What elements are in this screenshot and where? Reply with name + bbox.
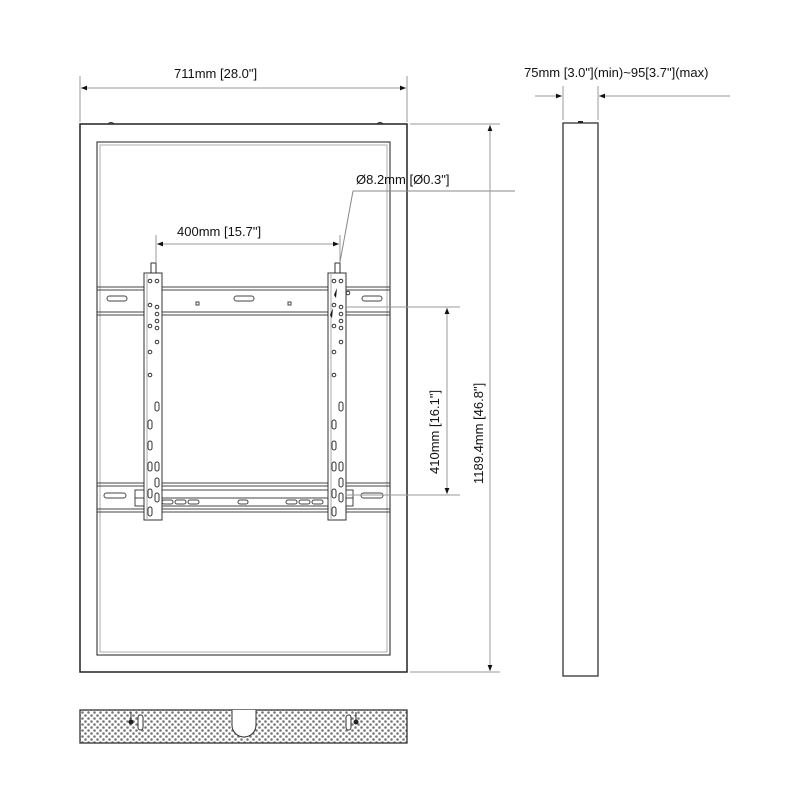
bottom-view: [79, 709, 408, 744]
width-label: 711mm [28.0"]: [174, 66, 258, 81]
vesa-horizontal-dimension: [155, 235, 341, 262]
vesa-vertical-label: 410mm [16.1"]: [427, 389, 442, 474]
depth-label: 75mm [3.0"](min)~95[3.7"](max): [524, 65, 709, 80]
vesa-horizontal-label: 400mm [15.7"]: [177, 224, 262, 239]
height-dimension: [410, 123, 500, 673]
width-dimension: [79, 76, 408, 122]
front-view: [79, 122, 408, 673]
height-label: 1189.4mm [46.8"]: [471, 382, 486, 484]
hole-diameter-label: Ø8.2mm [Ø0.3"]: [356, 172, 450, 187]
vesa-vertical-dimension: [346, 306, 460, 496]
left-mount-bracket: [143, 262, 163, 521]
side-view: [535, 86, 730, 677]
right-mount-bracket: [327, 262, 351, 521]
